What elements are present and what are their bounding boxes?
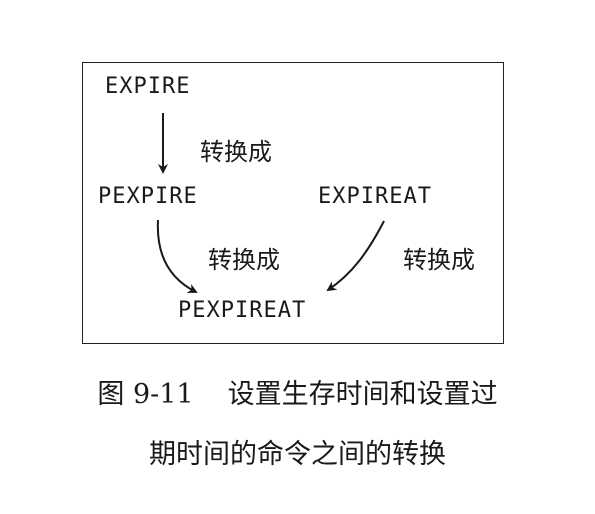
figure-caption-line-2: 期时间的命令之间的转换: [0, 432, 595, 471]
figure-caption-line-1: 图 9-11 设置生存时间和设置过: [0, 372, 595, 411]
edge-label-expire-pexpire: 转换成: [200, 138, 272, 166]
caption-text-line-1: 设置生存时间和设置过: [227, 379, 498, 410]
node-expire: EXPIRE: [105, 74, 191, 99]
diagram-frame: [82, 62, 504, 344]
edge-label-expireat-pexpireat: 转换成: [403, 246, 475, 274]
node-pexpireat: PEXPIREAT: [178, 298, 307, 323]
figure-number: 图 9-11: [97, 379, 194, 410]
edge-label-pexpire-pexpireat: 转换成: [208, 246, 280, 274]
arrow-pexpire-to-pexpireat: [156, 219, 198, 293]
caption-text-line-2: 期时间的命令之间的转换: [149, 439, 446, 470]
node-expireat: EXPIREAT: [318, 184, 432, 209]
arrow-expireat-to-pexpireat: [326, 220, 385, 292]
node-pexpire: PEXPIRE: [98, 184, 198, 209]
